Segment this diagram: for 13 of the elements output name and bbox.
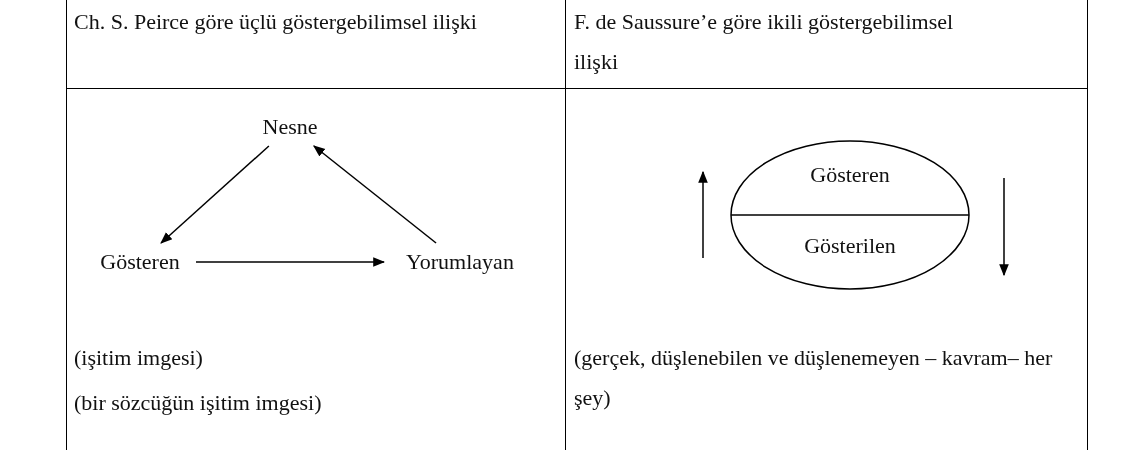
arrow: [195, 257, 386, 267]
ellipse-text: Gösterilen: [804, 232, 896, 260]
arrow: [313, 145, 437, 244]
concept-label: Gösteren: [88, 247, 192, 277]
ellipse-text: Gösteren: [810, 161, 890, 189]
column-header: Ch. S. Peirce göre üçlü göstergebilimsel ilişki: [74, 8, 478, 36]
cell-text: (gerçek, düşlenebilen ve düşlenemeyen – kavram– her şey): [574, 344, 1054, 412]
concept-label: Yorumlayan: [388, 247, 532, 277]
concept-label: Nesne: [252, 112, 328, 142]
arrow: [160, 145, 270, 244]
column-header: F. de Saussure’e göre ikili göstergebilimsel ilişki: [574, 8, 955, 76]
cell-text: (bir sözcüğün işitim imgesi): [74, 389, 323, 417]
cell-text: (işitim imgesi): [74, 344, 204, 372]
